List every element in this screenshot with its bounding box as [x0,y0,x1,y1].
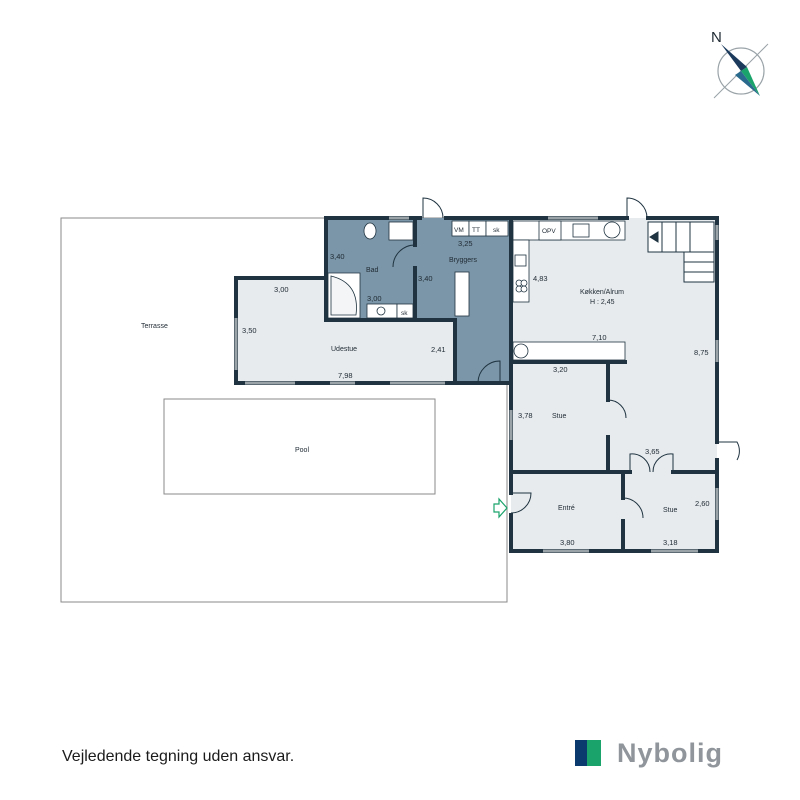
kitchen-island [512,341,626,361]
room-label-udestue: Udestue [331,346,357,353]
label-sk-bryggers: sk [493,227,500,234]
burner-icon [513,343,529,359]
bathtub-inner [330,275,357,316]
counter-left [512,239,530,303]
dim-bryggers-left: 3,40 [418,274,433,283]
door-bad [392,244,416,268]
room-label-terrasse: Terrasse [141,323,168,330]
dim-udestue-left: 3,50 [242,326,257,335]
room-label-bad: Bad [366,267,379,274]
hob-icon [520,279,528,287]
dim-entre-bottom: 3,80 [560,538,575,547]
room-label-bryggers: Bryggers [449,257,478,264]
door-stue-center [607,399,627,419]
windows [234,216,719,553]
brand-mark-icon [575,740,603,766]
brand-logo: Nybolig [575,738,765,770]
compass-north-label: N [711,29,722,46]
sink-icon [572,223,590,238]
burner-icon [603,221,621,239]
pool-outline [163,398,436,495]
door-stue [717,441,740,461]
room-label-kokken-height: H : 2,45 [590,299,615,306]
room-label-stue-right: Stue [663,507,678,514]
compass: N [711,29,769,99]
dim-stue-left: 3,78 [518,411,533,420]
compass-needle-south [741,67,760,96]
dim-stue-right-side: 2,60 [695,499,710,508]
room-label-pool: Pool [295,447,309,454]
door-bryggers [422,197,444,219]
label-sk-bad: sk [401,310,408,317]
brand-mark-green [587,740,601,766]
bathroom-fixtures [327,221,414,319]
cabinet [388,221,414,241]
toilet-icon [363,222,377,240]
dim-bad-left: 3,40 [330,252,345,261]
entrance-arrow-icon [493,497,508,519]
door-kitchen [626,197,648,219]
basin-icon [376,306,386,316]
opv-box [538,220,562,241]
fixture-labels: VM TT sk sk OPV [401,227,556,317]
dim-stue-right-bottom: 3,18 [663,538,678,547]
label-opv: OPV [542,228,556,235]
room-labels: Terrasse Pool Udestue Bad Bryggers Køkke… [141,257,678,514]
hob-icon [520,285,528,293]
doors [392,197,740,519]
stair-arrow-icon [649,231,659,243]
dim-udestue-right: 2,41 [431,345,446,354]
bench [454,271,470,317]
dim-bryggers-top: 3,25 [458,239,473,248]
disclaimer-text: Vejledende tegning uden ansvar. [62,748,295,765]
dim-bad-bottom: 3,00 [367,294,382,303]
door-double-right [652,453,674,473]
dim-stue-top: 3,20 [553,365,568,374]
stair-outline [647,221,715,283]
kitchen-counters [512,220,626,361]
dim-kokken-left: 4,83 [533,274,548,283]
brand-mark-blue [575,740,587,766]
room-label-kokken: Køkken/Alrum [580,289,624,296]
dim-kokken-right: 8,75 [694,348,709,357]
dim-stue-right-top: 3,65 [645,447,660,456]
door-bryggers-udestue [477,360,501,384]
oven-icon [514,254,527,267]
staircase [647,221,715,283]
dim-udestue-bottom: 7,98 [338,371,353,380]
bryggers-fixtures [451,220,509,317]
sk-box [485,220,509,237]
room-label-stue: Stue [552,413,567,420]
brand-name: Nybolig [617,738,723,768]
compass-needle-north [721,44,747,71]
compass-needle-shade [735,71,760,96]
label-tt: TT [472,227,480,234]
door-entre [510,492,532,514]
dim-udestue-top: 3,00 [274,285,289,294]
room-label-entre: Entré [558,505,575,512]
dimension-labels: 3,00 3,50 2,41 7,98 3,40 3,00 3,25 3,40 … [242,239,710,547]
main-house-floor [511,218,717,551]
compass-ring [717,47,765,95]
label-vm: VM [454,227,464,234]
sk-bad-box [396,303,414,319]
dim-kokken-bottom: 7,10 [592,333,607,342]
door-stue-right [622,497,644,519]
door-double-left [629,453,651,473]
